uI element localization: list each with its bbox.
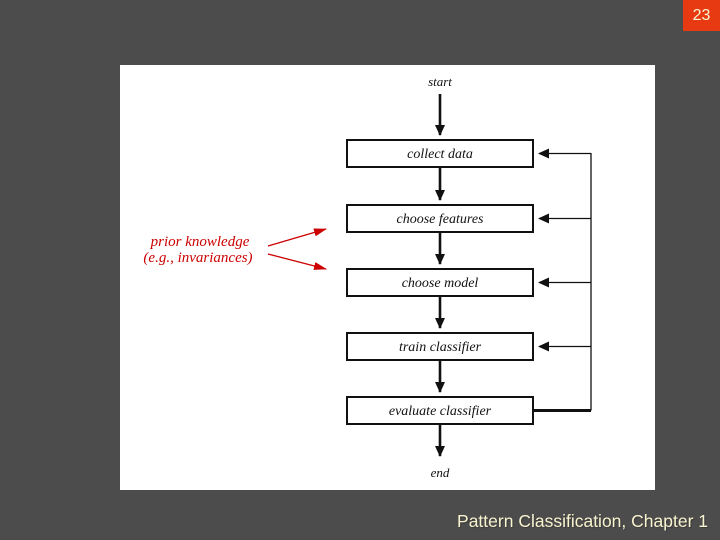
- annotation-arrow-to-choose-features: [267, 228, 327, 247]
- flow-boxes: collect data choose features choose mode…: [346, 139, 534, 425]
- feedback-loop: [533, 148, 592, 412]
- slide-footer: Pattern Classification, Chapter 1: [457, 511, 708, 531]
- prior-knowledge-annotation: prior knowledge (e.g., invariances): [143, 228, 327, 270]
- flowchart-diagram: start collect data choose features choos…: [143, 74, 592, 480]
- annotation-line1: prior knowledge: [150, 234, 250, 250]
- flow-box-collect-data-label: collect data: [407, 147, 473, 162]
- flow-end-label: end: [431, 465, 450, 480]
- flow-box-choose-features: [346, 204, 534, 233]
- flow-box-train-classifier-label: train classifier: [399, 340, 482, 355]
- flow-start-label: start: [428, 74, 452, 89]
- annotation-line2: (e.g., invariances): [143, 250, 252, 266]
- flow-box-choose-model: [346, 268, 534, 297]
- page-number-badge: 23: [683, 0, 720, 31]
- annotation-arrow-to-choose-model: [267, 253, 327, 270]
- page-number: 23: [692, 7, 711, 24]
- flow-box-choose-model-label: choose model: [402, 276, 479, 291]
- flow-box-train-classifier: [346, 332, 534, 361]
- flow-box-collect-data: [346, 139, 534, 168]
- flow-box-evaluate-classifier-label: evaluate classifier: [389, 404, 492, 419]
- flow-box-choose-features-label: choose features: [397, 212, 485, 227]
- diagram-panel: start collect data choose features choos…: [120, 65, 655, 490]
